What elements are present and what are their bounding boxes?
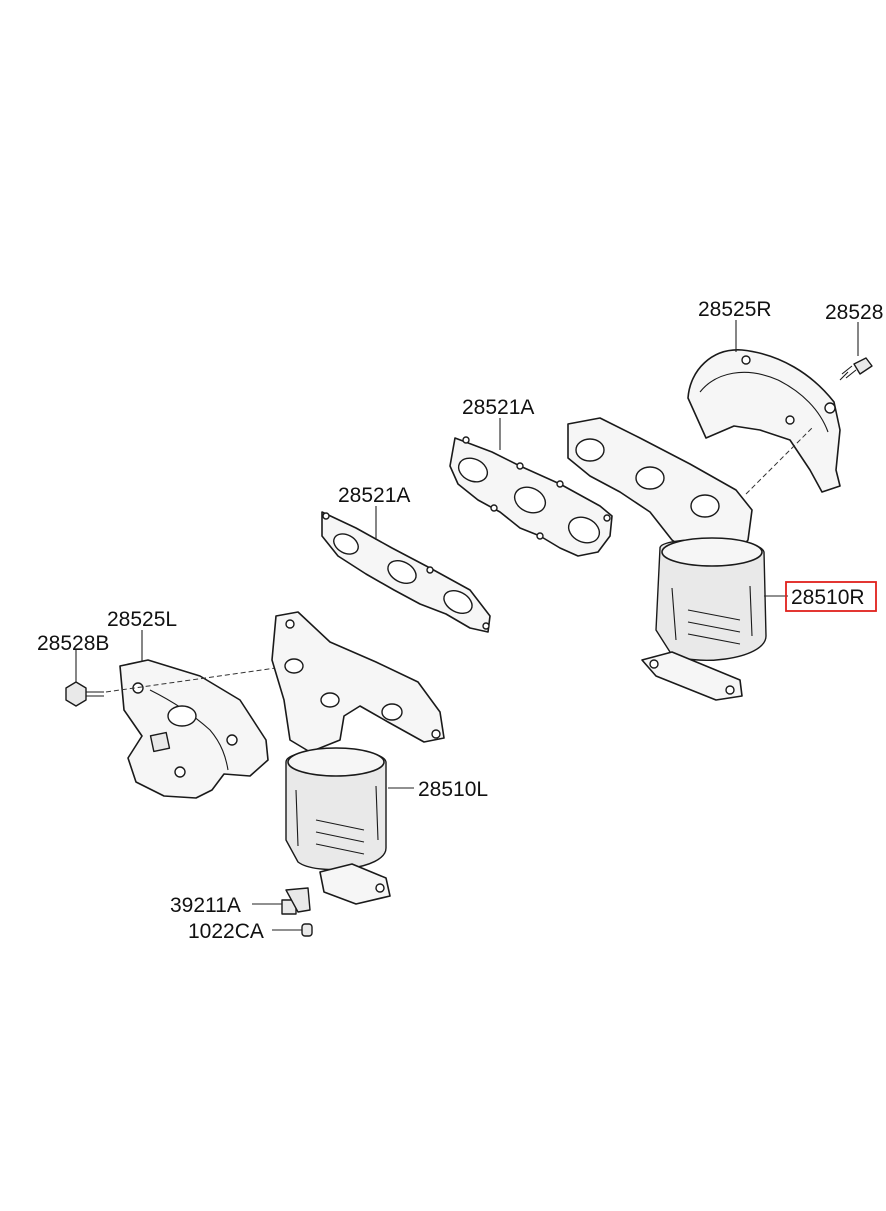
label-28528B: 28528B	[37, 632, 109, 655]
bolt-28528B[interactable]	[65, 681, 104, 707]
alignment-line-left	[105, 665, 291, 693]
label-39211A: 39211A	[170, 894, 241, 917]
heat-shield-28525L[interactable]	[119, 659, 269, 799]
label-1022CA: 1022CA	[188, 920, 264, 943]
manifold-28510L[interactable]	[271, 611, 445, 905]
highlight-box-28510R	[785, 581, 877, 612]
label-28510L: 28510L	[418, 778, 488, 801]
nut-1022CA[interactable]	[301, 923, 313, 937]
heat-shield-28525R[interactable]	[687, 349, 841, 493]
label-28528-right: 28528	[825, 301, 883, 324]
sensor-39211A[interactable]	[281, 887, 311, 915]
label-28525L: 28525L	[107, 608, 177, 631]
leader-lines	[75, 320, 859, 931]
label-28510R[interactable]: 28510R	[791, 586, 865, 609]
manifold-28510R[interactable]	[567, 417, 767, 701]
label-28521A-lower: 28521A	[338, 484, 410, 507]
label-28521A-upper: 28521A	[462, 396, 534, 419]
gasket-28521A-upper[interactable]	[449, 436, 613, 557]
gasket-28521A-lower[interactable]	[321, 511, 491, 633]
label-28525R: 28525R	[698, 298, 772, 321]
bolt-28528-right[interactable]	[839, 357, 873, 381]
